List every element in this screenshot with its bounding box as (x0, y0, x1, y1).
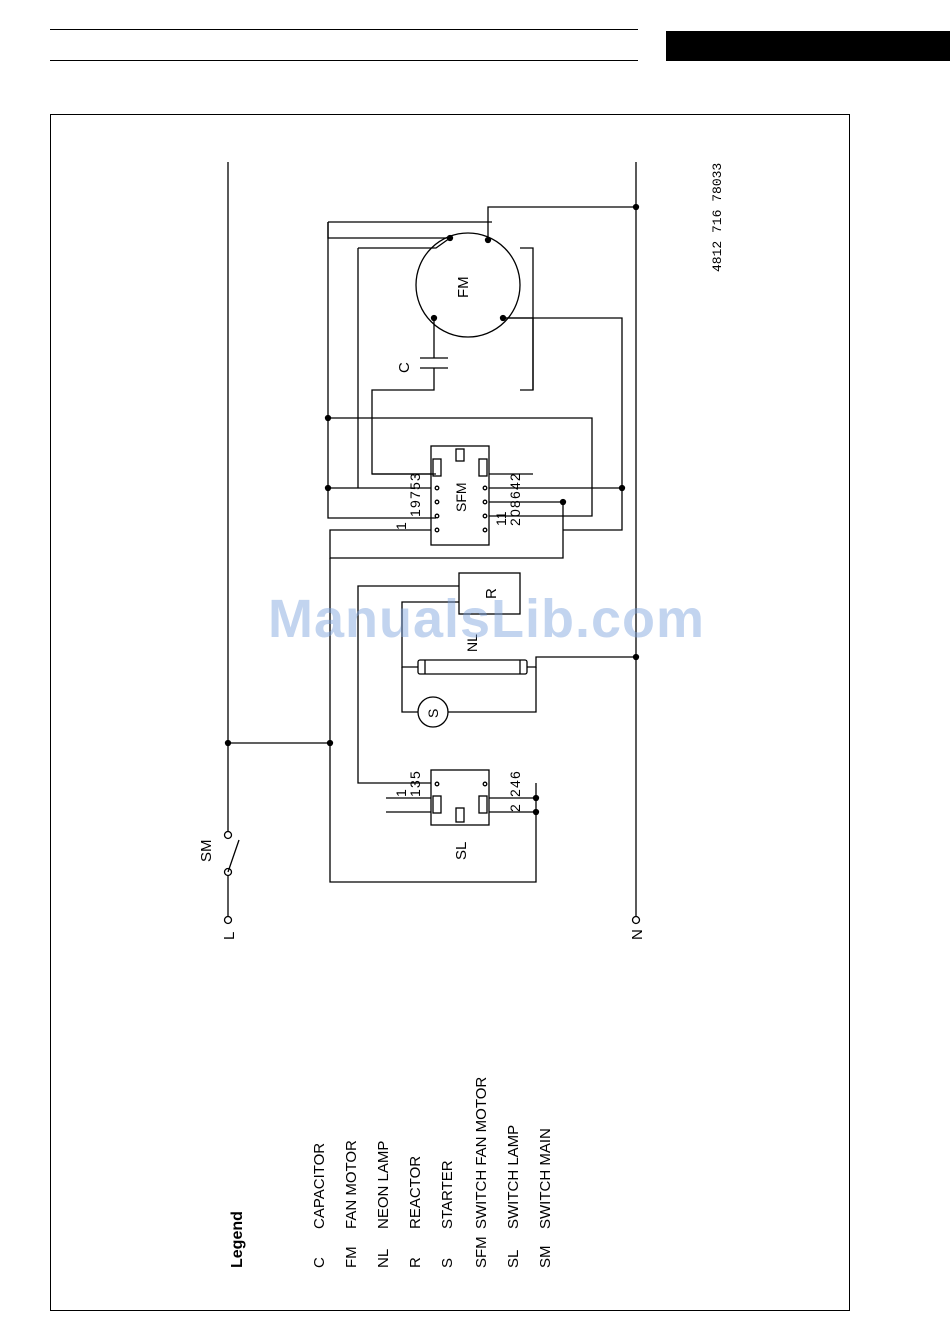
legend-desc: STARTER (439, 1160, 456, 1229)
starter-label: S (425, 709, 441, 718)
legend-code: R (407, 1257, 424, 1268)
legend-code: FM (343, 1246, 360, 1268)
sfm-label: SFM (453, 482, 469, 512)
sfm-pins-right: 208642 (507, 472, 523, 526)
terminal-n: N (629, 929, 646, 940)
legend-desc: CAPACITOR (311, 1143, 328, 1229)
sfm-pins-left-end: 1 (393, 522, 409, 530)
legend-desc: FAN MOTOR (343, 1140, 360, 1229)
capacitor-label: C (396, 362, 413, 373)
legend-title: Legend (229, 1211, 246, 1268)
legend-desc: SWITCH LAMP (505, 1125, 522, 1229)
sl-pins-left-extra: 1 (393, 789, 409, 797)
legend-desc: SWITCH MAIN (537, 1128, 554, 1229)
legend-code: C (311, 1257, 328, 1268)
legend-desc: NEON LAMP (375, 1141, 392, 1229)
terminal-l: L (221, 932, 238, 940)
sfm-pins-left: 19753 (407, 472, 423, 517)
sl-label: SL (453, 842, 470, 860)
legend-code: NL (375, 1249, 392, 1268)
legend-code: SM (537, 1246, 554, 1269)
watermark: ManualsLib.com (268, 588, 705, 650)
sl-pins-right: 246 (507, 770, 523, 797)
sfm-pins-right-end: 11 (493, 511, 509, 526)
legend-desc: SWITCH FAN MOTOR (473, 1077, 490, 1229)
sl-pins-right-extra: 2 (507, 804, 523, 812)
legend-code: S (439, 1258, 456, 1268)
legend-code: SL (505, 1250, 522, 1268)
fm-label: FM (455, 276, 472, 298)
sm-label: SM (198, 840, 215, 863)
sl-pins-left: 135 (407, 770, 423, 797)
legend-code: SFM (473, 1236, 490, 1268)
legend-desc: REACTOR (407, 1156, 424, 1229)
drawing-number: 4812 716 78033 (710, 163, 725, 272)
